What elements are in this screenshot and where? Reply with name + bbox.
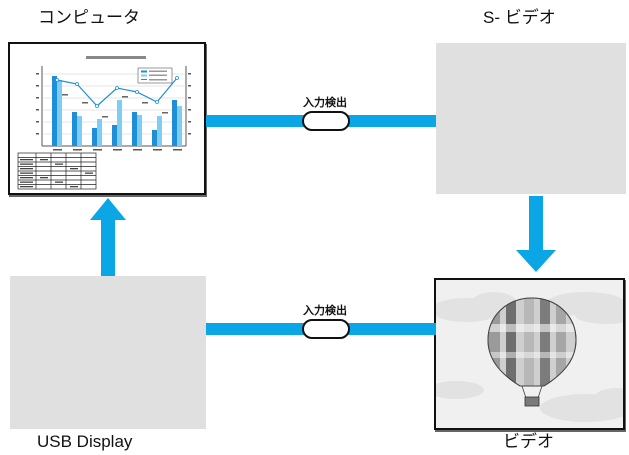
hot-air-balloon-illustration: [428, 280, 629, 428]
usb-display-label: USB Display: [37, 432, 133, 451]
down-arrow-icon: [516, 196, 556, 272]
computer-screen: [8, 42, 206, 195]
s-video-screen: [436, 43, 626, 194]
bottom-input-detect-label: 入力検出: [303, 305, 347, 317]
usb-display-screen: [10, 276, 206, 429]
computer-label: コンピュータ: [38, 8, 140, 27]
presentation-chart-illustration: [17, 56, 191, 190]
s-video-label: S- ビデオ: [483, 8, 556, 27]
up-arrow-icon: [90, 198, 126, 276]
top-detection-pill-icon: [302, 111, 350, 131]
top-input-detect-label: 入力検出: [303, 97, 347, 109]
video-label: ビデオ: [503, 432, 554, 451]
video-screen: [428, 278, 629, 430]
bottom-detection-pill-icon: [302, 319, 350, 339]
